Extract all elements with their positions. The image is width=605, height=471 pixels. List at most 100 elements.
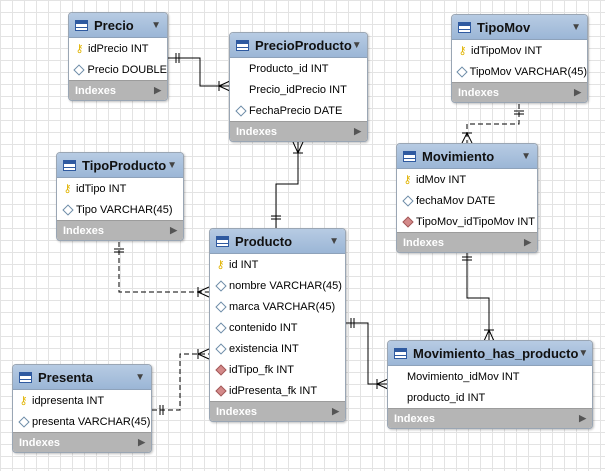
- column-row[interactable]: contenido INT: [210, 317, 345, 338]
- column-row[interactable]: marca VARCHAR(45): [210, 296, 345, 317]
- column-icon: [234, 104, 247, 117]
- table-icon: [394, 347, 407, 359]
- column-label: existencia INT: [229, 342, 299, 355]
- column-label: fechaMov DATE: [416, 194, 496, 207]
- table-header[interactable]: Precio▼: [69, 13, 167, 38]
- key-icon: ⚷: [75, 43, 84, 55]
- column-row[interactable]: fechaMov DATE: [397, 190, 537, 211]
- key-icon: ⚷: [63, 183, 72, 195]
- relationship-tipoproducto-producto: [118, 242, 210, 293]
- table-header[interactable]: Movimiento_has_producto▼: [388, 341, 592, 366]
- table-name: Movimiento: [422, 148, 495, 164]
- table-icon: [63, 159, 76, 171]
- key-icon: ⚷: [19, 395, 28, 407]
- column-row[interactable]: FechaPrecio DATE: [230, 100, 367, 121]
- table-header[interactable]: Movimiento ▼: [397, 144, 537, 169]
- table-icon: [75, 19, 88, 31]
- table-movimiento[interactable]: Movimiento ▼ ⚷ idMov INT fechaMov DATE TipoMo…: [396, 143, 538, 253]
- indexes-section[interactable]: Indexes ▶: [210, 401, 345, 421]
- expand-arrow-icon[interactable]: ▶: [138, 437, 145, 447]
- dropdown-arrow-icon[interactable]: ▼: [571, 21, 581, 33]
- indexes-section[interactable]: Indexes▶: [452, 82, 587, 102]
- expand-arrow-icon[interactable]: ▶: [332, 406, 339, 416]
- column-row[interactable]: ⚷idTipo INT: [57, 178, 183, 199]
- indexes-section[interactable]: Indexes▶: [69, 80, 167, 100]
- column-row[interactable]: Producto_id INT: [230, 58, 367, 79]
- column-row[interactable]: ⚷idTipoMov INT: [452, 40, 587, 61]
- column-label: Precio DOUBLE: [87, 63, 167, 76]
- table-icon: [216, 235, 229, 247]
- many-mark: [218, 85, 231, 92]
- column-row[interactable]: TipoMov_idTipoMov INT: [397, 211, 537, 232]
- dropdown-arrow-icon[interactable]: ▼: [521, 150, 531, 162]
- dropdown-arrow-icon[interactable]: ▼: [167, 159, 177, 171]
- many-mark: [197, 348, 210, 355]
- table-presenta[interactable]: Presenta▼ ⚷ idpresenta INT presenta VARCHAR…: [12, 364, 152, 453]
- column-row[interactable]: TipoMov VARCHAR(45): [452, 61, 587, 82]
- dropdown-arrow-icon[interactable]: ▼: [135, 371, 145, 383]
- expand-arrow-icon[interactable]: ▶: [579, 413, 586, 423]
- column-label: presenta VARCHAR(45): [32, 415, 151, 428]
- indexes-section[interactable]: Indexes ▶: [388, 408, 592, 428]
- column-label: idMov INT: [416, 173, 467, 186]
- table-name: Movimiento_has_producto: [413, 345, 579, 361]
- column-row[interactable]: ⚷ idMov INT: [397, 169, 537, 190]
- expand-arrow-icon[interactable]: ▶: [154, 85, 161, 95]
- table-header[interactable]: Producto▼: [210, 229, 345, 254]
- expand-arrow-icon[interactable]: ▶: [524, 237, 531, 247]
- column-row[interactable]: idPresenta_fk INT: [210, 380, 345, 401]
- expand-arrow-icon[interactable]: ▶: [170, 225, 177, 235]
- column-row[interactable]: ⚷idPrecio INT: [69, 38, 167, 59]
- indexes-label: Indexes: [216, 405, 257, 418]
- column-label: producto_id INT: [407, 391, 486, 404]
- column-row[interactable]: Tipo VARCHAR(45): [57, 199, 183, 220]
- many-mark: [488, 329, 495, 342]
- indexes-section[interactable]: Indexes ▶: [13, 432, 151, 452]
- indexes-label: Indexes: [394, 412, 435, 425]
- dropdown-arrow-icon[interactable]: ▼: [351, 39, 362, 51]
- column-row[interactable]: Precio DOUBLE: [69, 59, 167, 80]
- column-icon: [214, 342, 227, 355]
- expand-arrow-icon[interactable]: ▶: [574, 87, 581, 97]
- table-icon: [403, 150, 416, 162]
- column-row[interactable]: ⚷id INT: [210, 254, 345, 275]
- table-icon: [19, 371, 32, 383]
- expand-arrow-icon[interactable]: ▶: [354, 126, 361, 136]
- table-name: PrecioProducto: [255, 37, 352, 53]
- column-row[interactable]: existencia INT: [210, 338, 345, 359]
- dropdown-arrow-icon[interactable]: ▼: [329, 235, 339, 247]
- column-row[interactable]: Movimiento_idMov INT: [388, 366, 592, 387]
- table-precio[interactable]: Precio▼⚷idPrecio INT Precio DOUBLE Indexes…: [68, 12, 168, 101]
- dropdown-arrow-icon[interactable]: ▼: [578, 347, 589, 359]
- relationship-tipomov-movimiento: [466, 104, 520, 143]
- column-label: idTipoMov INT: [471, 44, 543, 57]
- column-row[interactable]: ⚷ idpresenta INT: [13, 390, 151, 411]
- column-label: contenido INT: [229, 321, 298, 334]
- dropdown-arrow-icon[interactable]: ▼: [151, 19, 161, 31]
- table-movimiento-has-producto[interactable]: Movimiento_has_producto▼Movimiento_idMov…: [387, 340, 593, 429]
- table-header[interactable]: Presenta▼: [13, 365, 151, 390]
- column-row[interactable]: idTipo_fk INT: [210, 359, 345, 380]
- table-header[interactable]: TipoProducto▼: [57, 153, 183, 178]
- column-row[interactable]: presenta VARCHAR(45): [13, 411, 151, 432]
- column-row[interactable]: producto_id INT: [388, 387, 592, 408]
- column-row[interactable]: Precio_idPrecio INT: [230, 79, 367, 100]
- indexes-section[interactable]: Indexes▶: [57, 220, 183, 240]
- relationship-producto-precioproducto: [275, 140, 299, 228]
- key-icon: ⚷: [403, 174, 412, 186]
- column-icon: [214, 321, 227, 334]
- column-label: idpresenta INT: [32, 394, 105, 407]
- indexes-section[interactable]: Indexes▶: [230, 121, 367, 141]
- table-header[interactable]: TipoMov▼: [452, 15, 587, 40]
- column-row[interactable]: nombre VARCHAR(45): [210, 275, 345, 296]
- column-label: idTipo_fk INT: [229, 363, 295, 376]
- indexes-label: Indexes: [19, 436, 60, 449]
- table-header[interactable]: PrecioProducto▼: [230, 33, 367, 58]
- indexes-section[interactable]: Indexes▶: [397, 232, 537, 252]
- column-label: TipoMov_idTipoMov INT: [416, 215, 535, 228]
